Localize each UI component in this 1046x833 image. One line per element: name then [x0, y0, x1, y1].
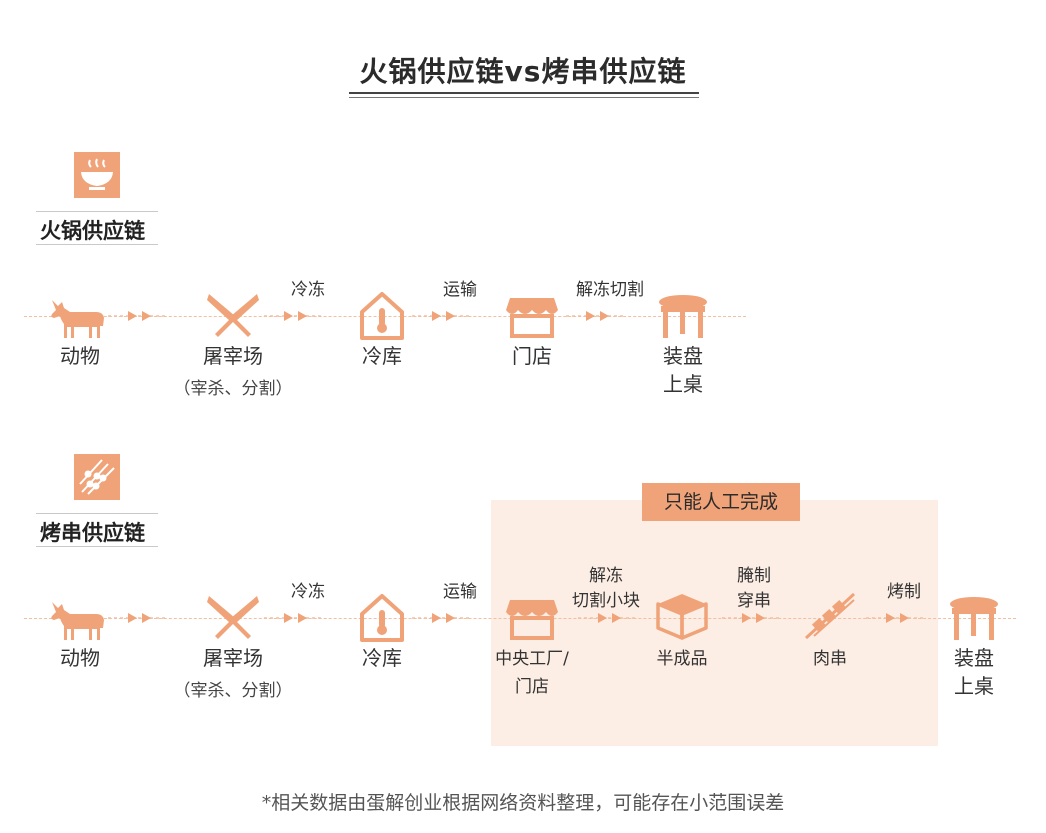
node-label-factory-2: 门店: [515, 677, 549, 697]
title-underline-thin: [349, 97, 699, 98]
node-label-serve-2: 上桌: [663, 372, 703, 396]
node-label-animal: 动物: [60, 344, 100, 368]
manual-work-region: [491, 500, 938, 746]
title-underline: [349, 92, 699, 94]
step-label-thaw: 解冻: [589, 566, 623, 586]
knives-icon: [203, 592, 263, 644]
goat-icon: [48, 290, 108, 342]
hotpot-section-label: 火锅供应链: [40, 219, 145, 243]
node-label-meat-skewer: 肉串: [813, 649, 847, 669]
node-label-cold-storage: 冷库: [362, 646, 402, 670]
goat-icon: [48, 592, 108, 644]
step-label-cut-small: 切割小块: [572, 591, 640, 611]
flow-arrow: [722, 612, 780, 624]
flow-arrow: [108, 310, 166, 322]
step-label-skewering: 穿串: [737, 591, 771, 611]
node-label-serve-2: 上桌: [954, 674, 994, 698]
table-icon: [944, 592, 1004, 644]
node-label-factory: 中央工厂/: [495, 649, 569, 669]
step-label-freeze: 冷冻: [291, 582, 325, 602]
flow-arrow: [264, 310, 322, 322]
knives-icon: [203, 290, 263, 342]
store-icon: [502, 592, 562, 644]
node-label-slaughterhouse: 屠宰场: [203, 646, 263, 670]
cold-storage-icon: [352, 290, 412, 342]
section-divider: [36, 513, 158, 514]
step-label-transport: 运输: [443, 280, 477, 300]
store-icon: [502, 290, 562, 342]
node-label-cold-storage: 冷库: [362, 344, 402, 368]
step-label-thaw-cut: 解冻切割: [576, 280, 644, 300]
node-label-animal: 动物: [60, 646, 100, 670]
section-divider: [36, 244, 158, 245]
cold-storage-icon: [352, 592, 412, 644]
flow-arrow: [412, 310, 470, 322]
manual-work-badge: 只能人工完成: [642, 483, 800, 521]
node-label-semi-finished: 半成品: [656, 649, 708, 669]
step-label-marinate: 腌制: [737, 566, 771, 586]
page-title: 火锅供应链vs烤串供应链: [359, 55, 687, 88]
flow-arrow: [578, 612, 636, 624]
flow-arrow: [264, 612, 322, 624]
node-sublabel-slaughterhouse: （宰杀、分割）: [173, 681, 293, 701]
section-divider: [36, 211, 158, 212]
box-icon: [652, 590, 712, 642]
table-icon: [653, 290, 713, 342]
skewers-icon: [74, 454, 120, 500]
hotpot-bowl-icon: [74, 152, 120, 198]
skewer-section-label: 烤串供应链: [40, 521, 145, 545]
footnote: *相关数据由蛋解创业根据网络资料整理，可能存在小范围误差: [261, 792, 785, 814]
flow-arrow: [866, 612, 924, 624]
node-label-serve: 装盘: [663, 344, 703, 368]
step-label-grill: 烤制: [887, 582, 921, 602]
flow-arrow: [566, 310, 624, 322]
node-sublabel-slaughterhouse: （宰杀、分割）: [173, 379, 293, 399]
node-label-slaughterhouse: 屠宰场: [203, 344, 263, 368]
flow-arrow: [412, 612, 470, 624]
step-label-freeze: 冷冻: [291, 280, 325, 300]
node-label-store: 门店: [512, 344, 552, 368]
section-divider: [36, 546, 158, 547]
flow-arrow: [108, 612, 166, 624]
step-label-transport: 运输: [443, 582, 477, 602]
skewer-icon: [800, 590, 860, 642]
node-label-serve: 装盘: [954, 646, 994, 670]
